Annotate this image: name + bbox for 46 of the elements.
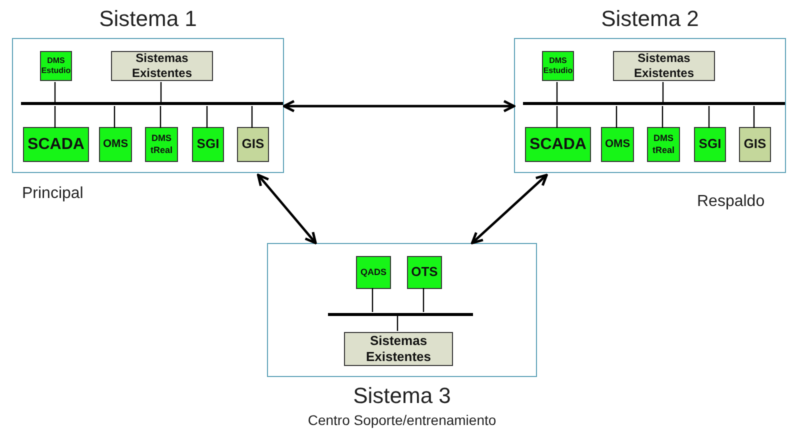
bus-line [523,102,785,105]
component-box: DMS tReal [145,127,178,162]
component-box: GIS [739,127,771,162]
connector-line [160,82,162,103]
system-title: Sistema 2 [601,6,699,32]
connector-line [662,106,664,128]
component-box: OTS [407,256,442,289]
component-box: DMS Estudio [542,51,574,81]
connector-line [708,106,710,128]
connector-line [753,106,755,128]
bus-line [21,102,283,105]
connector-line [556,82,558,103]
connector-line [54,106,56,128]
component-box: OMS [601,127,634,162]
component-box: SCADA [23,127,89,162]
system-title: Sistema 3 [353,383,451,409]
component-box: SGI [192,127,224,162]
component-box: SGI [694,127,726,162]
system-caption: Respaldo [697,192,765,212]
component-box: DMS Estudio [40,51,72,81]
connector-line [422,288,424,312]
system-title: Sistema 1 [99,6,197,32]
connector-line [372,288,374,312]
double-arrow [470,174,548,244]
component-box: GIS [237,127,269,162]
component-box: SCADA [525,127,591,162]
component-box: QADS [356,256,391,289]
connector-line [54,82,56,103]
connector-line [662,82,664,103]
component-box: OMS [99,127,132,162]
bus-line [328,313,473,316]
double-arrow [282,100,516,112]
connector-line [556,106,558,128]
component-box: Sistemas Existentes [111,51,213,81]
connector-line [160,106,162,128]
system-caption: Principal [22,184,84,204]
connector-line [251,106,253,128]
component-box: Sistemas Existentes [344,332,453,366]
connector-line [616,106,618,128]
connector-line [206,106,208,128]
system-caption: Centro Soporte/entrenamiento [306,411,498,430]
component-box: DMS tReal [647,127,680,162]
double-arrow [256,174,317,244]
connector-line [114,106,116,128]
connector-line [396,315,398,331]
component-box: Sistemas Existentes [613,51,715,81]
